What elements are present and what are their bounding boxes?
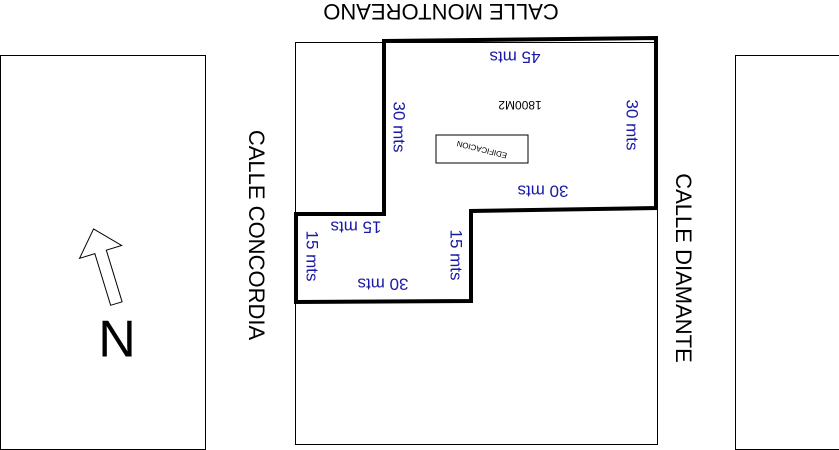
street-left: CALLE CONCORDIA [244,130,269,341]
dim-middle: 30 mts [517,182,568,201]
north-arrow-icon [78,228,123,306]
lot-area: 1800M2 [498,98,542,112]
dim-bottom: 30 mts [357,275,408,294]
street-top: CALLE MONTOREANO [323,0,559,24]
dim-right: 30 mts [623,99,642,150]
central-block [295,42,658,445]
street-right: CALLE DIAMANTE [671,173,696,363]
building: EDIFICACION [435,134,529,164]
dim-inner-vertical: 15 mts [447,229,466,280]
north-label: N [98,311,136,369]
dim-notch-left: 15 mts [303,230,322,281]
dim-left-upper: 30 mts [390,101,409,152]
dim-top: 45 mts [489,48,540,67]
right-block [735,55,839,450]
lot-outline [294,35,658,305]
dim-notch-top: 15 mts [330,218,381,237]
